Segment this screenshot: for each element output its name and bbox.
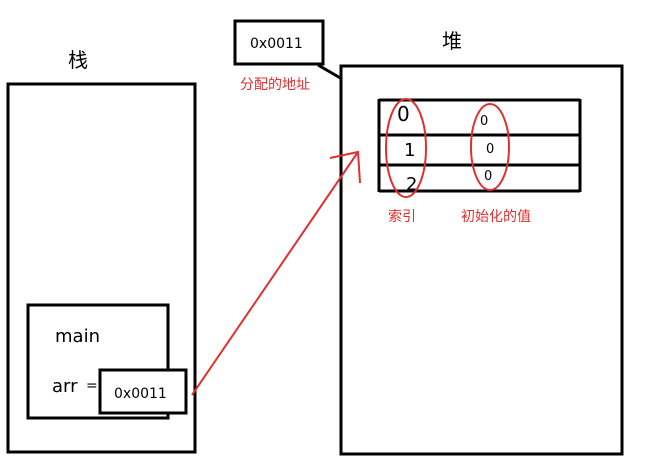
init-value-annotation-label: 初始化的值 [461, 208, 531, 225]
arr-value-text: 0x0011 [114, 386, 167, 402]
heap-title: 堆 [442, 29, 462, 53]
stack-region: 栈 main arr = 0x0011 [6, 48, 197, 454]
heap-box [339, 64, 624, 456]
stack-title: 栈 [68, 48, 88, 72]
reference-arrow [191, 150, 361, 396]
arr-value-box [98, 368, 188, 415]
main-frame-label: main [55, 326, 100, 347]
address-caption: 分配的地址 [240, 77, 310, 93]
value-highlight-ellipse [470, 103, 510, 191]
array-value-1: 0 [486, 142, 494, 157]
heap-array: 0 1 2 0 0 0 [377, 98, 582, 195]
array-index-2: 2 [406, 174, 417, 195]
array-value-2: 0 [484, 169, 492, 184]
arr-variable-name: arr [52, 376, 78, 397]
array-index-1: 1 [404, 140, 415, 161]
heap-region: 堆 0 1 2 0 0 0 索引 初始化的值 [339, 29, 624, 456]
array-index-0: 0 [397, 102, 410, 126]
address-box-group: 0x0011 分配的地址 [233, 19, 325, 93]
index-highlight-ellipse [385, 98, 427, 198]
index-annotation-label: 索引 [388, 208, 416, 225]
array-value-0: 0 [480, 114, 488, 129]
reference-arrow-shaft [191, 151, 359, 396]
reference-arrow-head [329, 150, 361, 184]
address-box [233, 19, 325, 66]
arr-equals-sign: = [86, 378, 98, 394]
address-box-text: 0x0011 [250, 36, 303, 52]
